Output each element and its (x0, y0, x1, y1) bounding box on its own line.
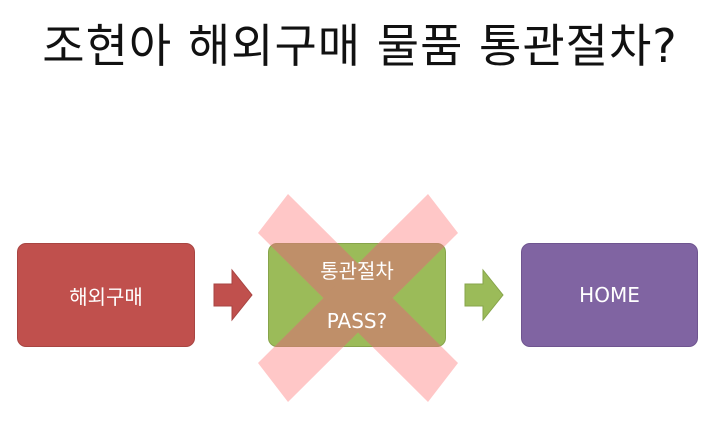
step-home: HOME (521, 243, 698, 347)
step-overseas-purchase: 해외구매 (17, 243, 195, 347)
arrow-right-icon (464, 268, 504, 322)
step-label-home: HOME (579, 283, 640, 307)
step-label-overseas-purchase: 해외구매 (69, 284, 143, 309)
page-title: 조현아 해외구매 물품 통관절차? (42, 19, 678, 73)
step-customs-pass (268, 243, 446, 347)
arrow-right-icon (213, 268, 253, 322)
